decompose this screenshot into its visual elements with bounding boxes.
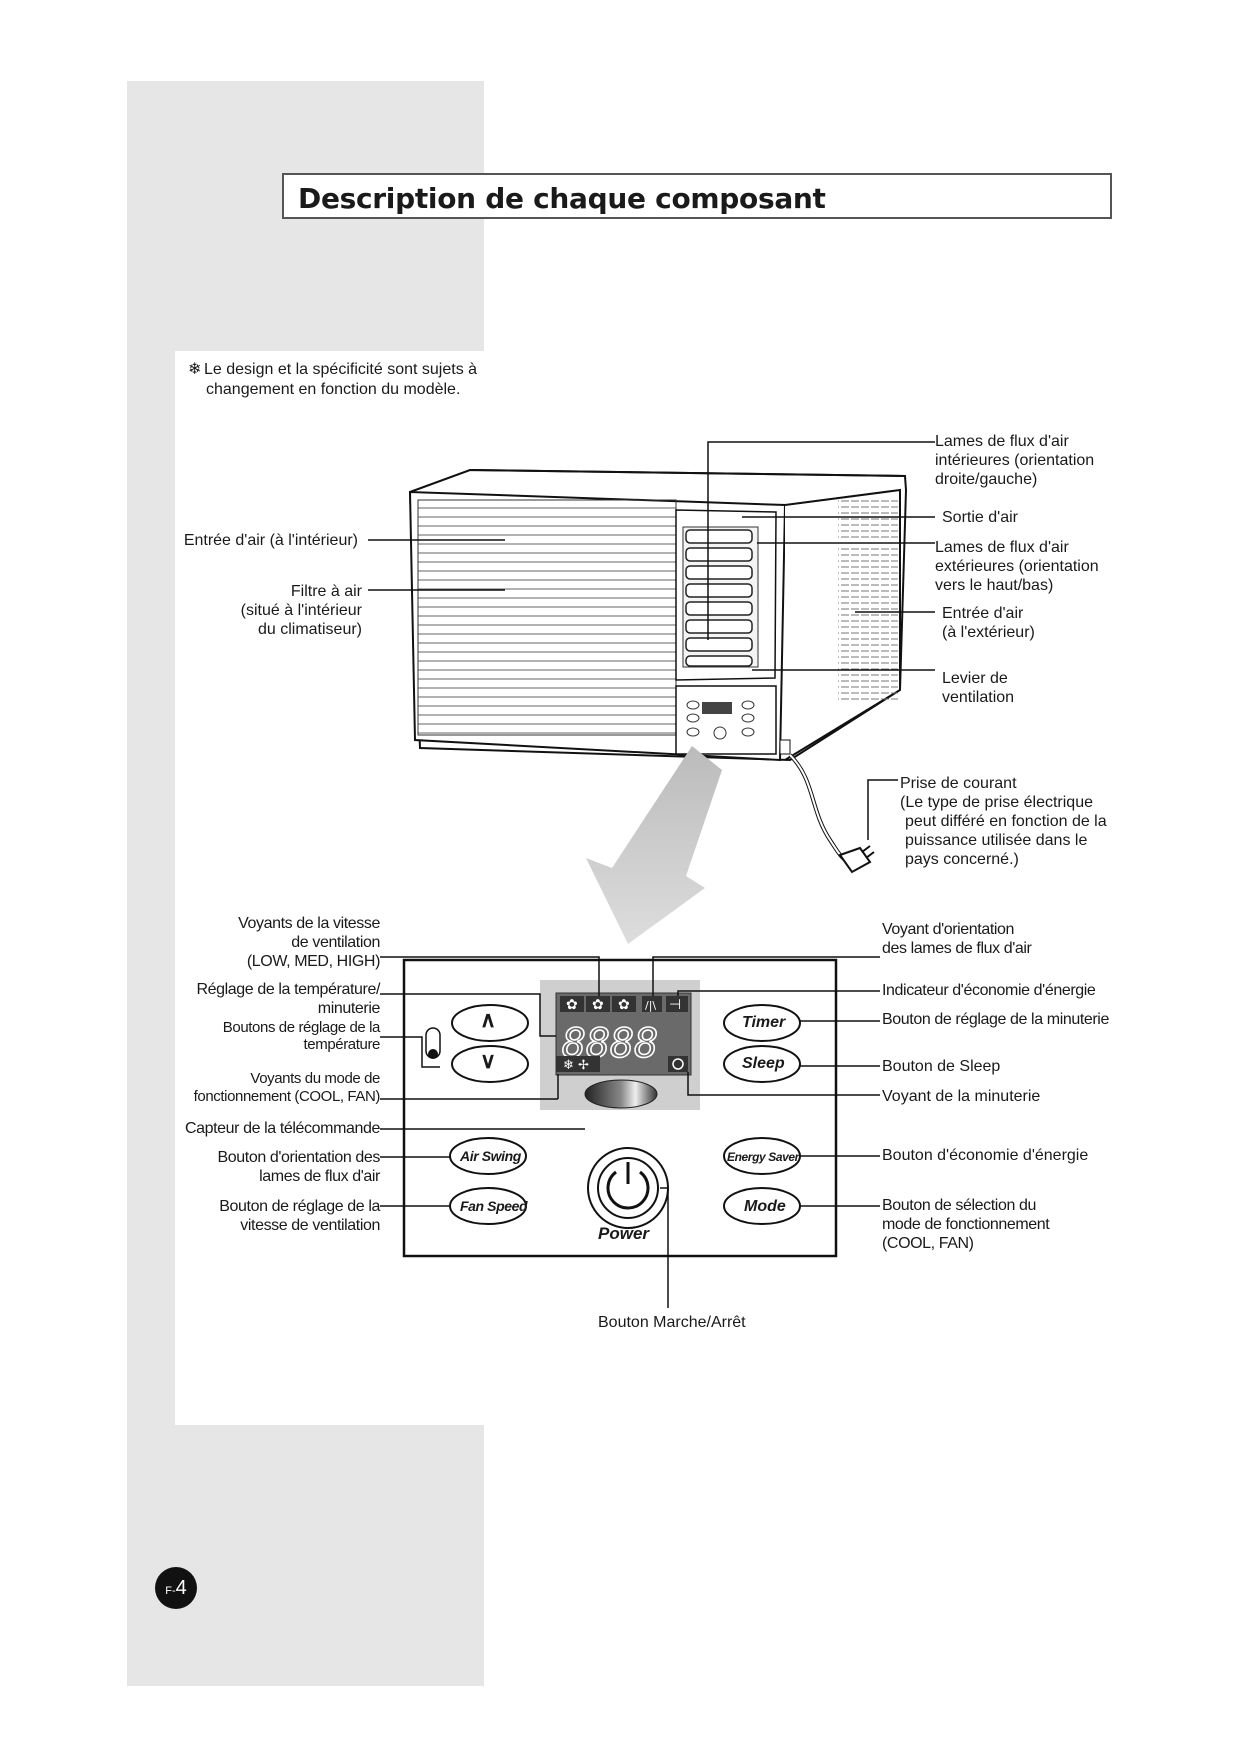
snowflake-icon: ❄ [188, 361, 202, 378]
label-line: pays concerné.) [905, 851, 1019, 868]
svg-text:✿: ✿ [618, 997, 630, 1013]
label-line: fonctionnement (COOL, FAN) [193, 1088, 381, 1105]
label-line: Voyants du mode de [250, 1070, 380, 1087]
label-line: Prise de courant [900, 775, 1017, 792]
label-entree-air-exterieur: Entrée d'air (à l'extérieur) [942, 604, 1035, 642]
page-number: 4 [175, 1577, 187, 1599]
zoom-arrow [586, 746, 722, 944]
label-sleep: Bouton de Sleep [882, 1057, 1000, 1076]
power-button-label: Power [598, 1224, 650, 1243]
label-line: température [303, 1036, 381, 1053]
mode-button-label: Mode [744, 1198, 786, 1215]
label-line: lames de flux d'air [259, 1168, 380, 1185]
page-title-box: Description de chaque composant [282, 173, 1112, 219]
label-marche-arret: Bouton Marche/Arrêt [598, 1313, 746, 1332]
label-boutons-temperature: Boutons de réglage de la température [160, 1019, 381, 1053]
air-swing-button-label: Air Swing [460, 1148, 521, 1164]
label-levier: Levier de ventilation [942, 669, 1014, 707]
fan-speed-button-label: Fan Speed [460, 1198, 528, 1214]
label-line: (COOL, FAN) [882, 1235, 974, 1252]
label-line: (Le type de prise électrique [900, 794, 1093, 811]
label-line: droite/gauche) [935, 471, 1038, 488]
svg-text:⊣: ⊣ [669, 997, 681, 1013]
label-line: Voyant d'orientation [882, 921, 1015, 938]
label-line: minuterie [317, 1000, 381, 1017]
page-number-badge: F-4 [155, 1567, 197, 1609]
label-line: extérieures (orientation [935, 558, 1099, 575]
label-line: Bouton Marche/Arrêt [598, 1314, 746, 1331]
label-mode: Bouton de sélection du mode de fonctionn… [882, 1196, 1050, 1253]
label-line: intérieures (orientation [935, 452, 1095, 469]
up-button-label: ∧ [480, 1007, 497, 1032]
label-line: vitesse de ventilation [240, 1217, 380, 1234]
svg-text:❄ ✢: ❄ ✢ [563, 1058, 589, 1073]
label-line: des lames de flux d'air [882, 940, 1032, 957]
svg-text:/|\: /|\ [645, 999, 656, 1012]
label-economie: Bouton d'économie d'énergie [882, 1146, 1088, 1165]
label-line: Bouton de sélection du [882, 1197, 1036, 1214]
design-note: ❄Le design et la spécificité sont sujets… [188, 360, 477, 400]
svg-text:✿: ✿ [566, 997, 578, 1013]
label-line: Voyant de la minuterie [882, 1088, 1041, 1105]
label-line: ventilation [942, 689, 1015, 706]
sidebar-band-bottom [127, 1425, 484, 1686]
down-button-label: ∨ [480, 1048, 497, 1073]
label-line: Bouton de Sleep [882, 1058, 1001, 1075]
label-line: Bouton d'économie d'énergie [882, 1147, 1089, 1164]
label-line: vers le haut/bas) [935, 577, 1054, 594]
label-line: Bouton de réglage de la [219, 1198, 380, 1215]
label-line: (LOW, MED, HIGH) [246, 953, 381, 970]
label-line: Filtre à air [290, 583, 362, 600]
label-capteur: Capteur de la télécommande [160, 1119, 380, 1138]
label-voyant-orientation: Voyant d'orientation des lames de flux d… [882, 920, 1032, 958]
label-indicateur-energie: Indicateur d'économie d'énergie [882, 981, 1096, 1000]
label-line: Indicateur d'économie d'énergie [882, 982, 1096, 999]
svg-text:✿: ✿ [592, 997, 604, 1013]
label-line: Levier de [942, 670, 1008, 687]
label-line: Entrée d'air [942, 605, 1024, 622]
label-reglage-minuterie: Bouton de réglage de la minuterie [882, 1010, 1109, 1029]
sleep-button-label: Sleep [742, 1055, 785, 1072]
label-vitesse: Bouton de réglage de la vitesse de venti… [160, 1197, 380, 1235]
label-line: Bouton d'orientation des [217, 1149, 381, 1166]
note-line-2: changement en fonction du modèle. [206, 381, 461, 398]
label-line: Boutons de réglage de la [222, 1019, 381, 1036]
label-lames-interieures: Lames de flux d'air intérieures (orienta… [935, 432, 1094, 489]
air-conditioner-illustration [408, 468, 908, 874]
label-line: peut différé en fonction de la [905, 813, 1107, 830]
label-reglage-temperature: Réglage de la température/ minuterie [160, 980, 381, 1018]
label-line: (situé à l'intérieur [240, 602, 362, 619]
label-line: Réglage de la température/ [196, 981, 381, 998]
page-title: Description de chaque composant [298, 182, 826, 215]
label-line: Bouton de réglage de la minuterie [882, 1011, 1109, 1028]
label-line: puissance utilisée dans le [905, 832, 1088, 849]
label-filtre: Filtre à air (situé à l'intérieur du cli… [160, 582, 362, 639]
label-lames-exterieures: Lames de flux d'air extérieures (orienta… [935, 538, 1099, 595]
label-sortie-air: Sortie d'air [942, 508, 1018, 527]
label-orientation: Bouton d'orientation des lames de flux d… [160, 1148, 381, 1186]
label-line: du climatiseur) [257, 621, 362, 638]
label-entree-air-interieur: Entrée d'air (à l'intérieur) [160, 531, 358, 550]
energy-saver-button-label: Energy Saver [727, 1150, 799, 1164]
label-line: Entrée d'air (à l'intérieur) [183, 532, 358, 549]
control-panel-illustration: ✿ ✿ ✿ /|\ ⊣ 8888 ❄ ✢ [402, 958, 838, 1258]
label-prise: Prise de courant (Le type de prise élect… [900, 774, 1107, 869]
label-line: Voyants de la vitesse [238, 915, 380, 932]
label-voyants-mode: Voyants du mode de fonctionnement (COOL,… [160, 1070, 381, 1106]
label-line: de ventilation [291, 934, 380, 951]
label-line: Sortie d'air [942, 509, 1018, 526]
label-line: Lames de flux d'air [935, 433, 1069, 450]
timer-button-label: Timer [742, 1014, 786, 1031]
page-prefix: F- [165, 1585, 176, 1597]
note-line-1: Le design et la spécificité sont sujets … [204, 361, 478, 378]
label-voyant-minuterie: Voyant de la minuterie [882, 1087, 1040, 1106]
label-line: Capteur de la télécommande [184, 1120, 380, 1137]
label-voyants-vitesse: Voyants de la vitesse de ventilation (LO… [160, 914, 380, 971]
label-line: Lames de flux d'air [935, 539, 1069, 556]
label-line: (à l'extérieur) [942, 624, 1035, 641]
label-line: mode de fonctionnement [882, 1216, 1050, 1233]
